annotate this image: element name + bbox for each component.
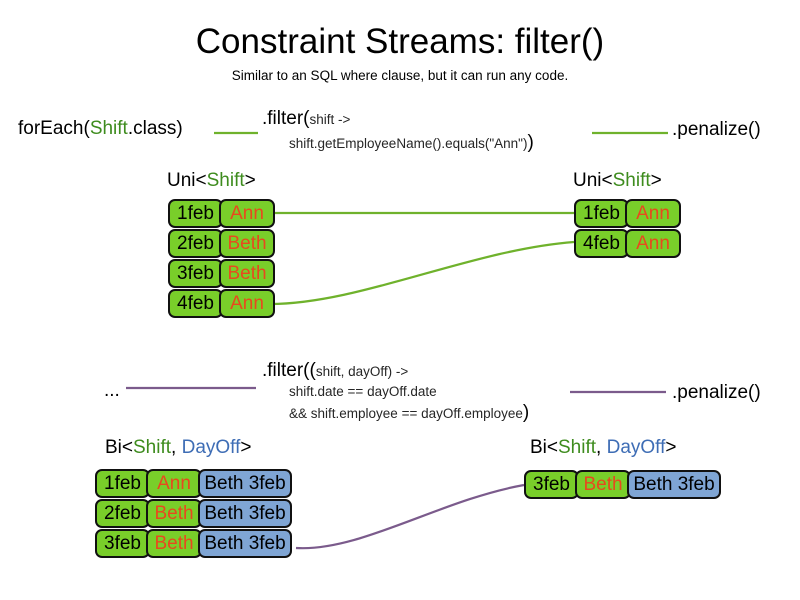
table-row[interactable]: 3feb Beth [168, 259, 275, 288]
bi-source-label: ... [104, 380, 120, 401]
shift-employee: Beth [219, 259, 275, 288]
shift-employee: Ann [219, 199, 275, 228]
dayoff-fact: Beth 3feb [627, 470, 721, 499]
shift-date: 3feb [95, 529, 150, 558]
bi-output-caption-comma: , [596, 437, 607, 458]
uni-filter-body-param: shift [289, 136, 314, 151]
table-row[interactable]: 3feb Beth Beth 3feb [95, 529, 292, 558]
bi-input-caption-prefix: Bi< [105, 437, 133, 458]
table-row[interactable]: 4feb Ann [168, 289, 275, 318]
table-row[interactable]: 3feb Beth Beth 3feb [524, 470, 721, 499]
bi-input-caption-type1: Shift [133, 437, 172, 458]
bi-filter-comma: , [340, 364, 349, 379]
uni-filter-head: .filter( [262, 108, 310, 129]
dayoff-fact: Beth 3feb [198, 499, 292, 528]
bi-filter-l3-lead: && [289, 406, 311, 421]
bi-output-caption-type1: Shift [558, 437, 597, 458]
bi-filter-l2-mid: .date == [313, 384, 368, 399]
shift-date: 1feb [95, 469, 150, 498]
bi-filter-line-1: .filter((shift, dayOff) -> [262, 360, 529, 382]
shift-date: 1feb [574, 199, 629, 228]
bi-input-caption: Bi<Shift, DayOff> [105, 436, 251, 459]
shift-employee: Ann [625, 229, 681, 258]
uni-filter-line-2: shift.getEmployeeName().equals("Ann")) [262, 132, 534, 154]
foreach-type: Shift [89, 118, 128, 139]
uni-filter-arrow: -> [334, 112, 351, 127]
bi-filter-lambda: .filter((shift, dayOff) -> shift.date ==… [262, 360, 529, 424]
bi-input-caption-type2: DayOff [181, 437, 241, 458]
uni-input-caption: Uni<Shift> [167, 169, 256, 192]
table-row[interactable]: 4feb Ann [574, 229, 681, 258]
shift-date: 3feb [168, 259, 223, 288]
bi-penalize-label: .penalize() [672, 382, 761, 403]
bi-filter-arrow: ) -> [387, 364, 409, 379]
bi-filter-l3-mid: .employee == [335, 406, 422, 421]
uni-input-caption-prefix: Uni< [167, 170, 207, 191]
foreach-prefix: forEach( [18, 118, 90, 139]
bi-filter-l3-tail: .employee [460, 406, 523, 421]
page-title: Constraint Streams: filter() [195, 22, 605, 61]
shift-employee: Ann [146, 469, 202, 498]
uni-filter-lambda: .filter(shift -> shift.getEmployeeName()… [262, 108, 534, 154]
uni-output-caption-suffix: > [650, 170, 662, 191]
shift-employee: Beth [575, 470, 631, 499]
table-row[interactable]: 1feb Ann Beth 3feb [95, 469, 292, 498]
shift-employee: Beth [219, 229, 275, 258]
shift-date: 3feb [524, 470, 579, 499]
uni-filter-line-1: .filter(shift -> [262, 108, 534, 130]
uni-filter-param: shift [309, 112, 335, 127]
table-row[interactable]: 1feb Ann [168, 199, 275, 228]
bi-input-caption-suffix: > [240, 437, 252, 458]
bi-filter-line-2: shift.date == dayOff.date [262, 383, 529, 401]
shift-employee: Ann [625, 199, 681, 228]
bi-output-caption-prefix: Bi< [530, 437, 558, 458]
shift-employee: Beth [146, 499, 202, 528]
shift-date: 4feb [574, 229, 629, 258]
shift-date: 2feb [168, 229, 223, 258]
shift-date: 1feb [168, 199, 223, 228]
shift-date: 4feb [168, 289, 223, 318]
shift-date: 2feb [95, 499, 150, 528]
page-subtitle: Similar to an SQL where clause, but it c… [231, 68, 569, 83]
uni-output-caption: Uni<Shift> [573, 169, 662, 192]
bi-filter-l2-param2: dayOff [367, 384, 407, 399]
uni-output-caption-type: Shift [612, 170, 651, 191]
wire-bi-3feb [295, 483, 525, 550]
bi-output-caption-type2: DayOff [606, 437, 666, 458]
uni-penalize-label: .penalize() [672, 119, 761, 140]
shift-employee: Ann [219, 289, 275, 318]
bi-filter-l2-param1: shift [289, 384, 314, 399]
wire-uni-4feb [269, 240, 575, 306]
bi-filter-close-paren: ) [522, 402, 530, 423]
foreach-suffix: .class) [127, 118, 183, 139]
bi-filter-l2-tail: .date [406, 384, 437, 399]
shift-employee: Beth [146, 529, 202, 558]
bi-filter-head: .filter(( [262, 360, 316, 381]
bi-filter-l3-param2: dayOff [421, 406, 461, 421]
uni-output-caption-prefix: Uni< [573, 170, 613, 191]
bi-filter-l3-param1: shift [310, 406, 336, 421]
table-row[interactable]: 2feb Beth Beth 3feb [95, 499, 292, 528]
bi-filter-param1: shift [315, 364, 341, 379]
bi-output-caption-suffix: > [665, 437, 677, 458]
uni-filter-close-paren: ) [527, 132, 534, 153]
bi-input-caption-comma: , [171, 437, 182, 458]
uni-input-caption-type: Shift [206, 170, 245, 191]
bi-output-caption: Bi<Shift, DayOff> [530, 436, 676, 459]
bi-filter-param2: dayOff [348, 364, 388, 379]
uni-input-caption-suffix: > [244, 170, 256, 191]
dayoff-fact: Beth 3feb [198, 529, 292, 558]
foreach-label: forEach(Shift.class) [18, 117, 183, 140]
table-row[interactable]: 1feb Ann [574, 199, 681, 228]
bi-filter-line-3: && shift.employee == dayOff.employee) [262, 402, 529, 424]
uni-filter-body: .getEmployeeName().equals("Ann") [313, 136, 528, 151]
dayoff-fact: Beth 3feb [198, 469, 292, 498]
table-row[interactable]: 2feb Beth [168, 229, 275, 258]
